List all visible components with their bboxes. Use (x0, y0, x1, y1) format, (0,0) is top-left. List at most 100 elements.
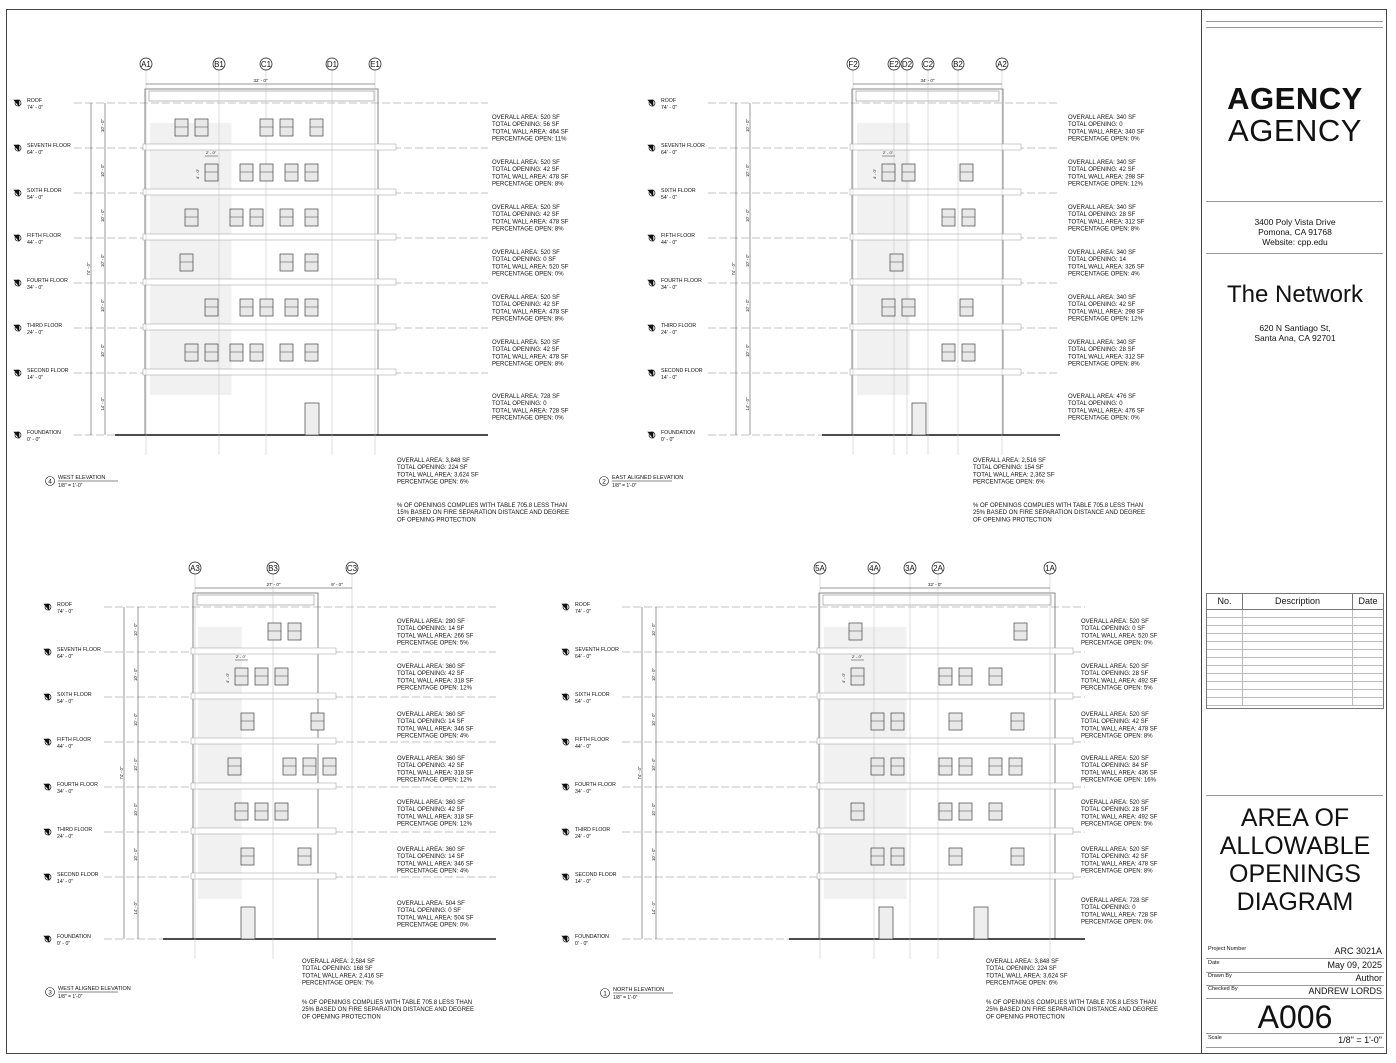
revision-no-header: No. (1207, 594, 1243, 609)
grid-label: A3 (190, 564, 200, 573)
project-number-value: ARC 3021A (1334, 946, 1382, 956)
floor-height-label: 10' - 0" (100, 163, 105, 177)
floor-area-text: TOTAL OPENING: 28 SF (1081, 671, 1149, 677)
floor-name: FIFTH FLOOR (57, 737, 91, 743)
view-tag-bubble (599, 476, 609, 486)
sheet-title-line: DIAGRAM (1236, 888, 1354, 916)
grid-label: E2 (889, 60, 899, 69)
floor-area-text: PERCENTAGE OPEN: 8% (1081, 734, 1153, 740)
floor-area-text: PERCENTAGE OPEN: 8% (492, 227, 564, 233)
elevation-summary: OVERALL AREA: 2,516 SF (973, 458, 1046, 464)
revision-rows (1207, 610, 1383, 706)
window (988, 757, 1003, 776)
floor-name: FOURTH FLOOR (575, 782, 616, 788)
window (988, 667, 1003, 686)
window (279, 208, 294, 227)
floor-area-text: TOTAL WALL AREA: 478 SF (492, 309, 569, 315)
floor-height-label: 10' - 0" (100, 343, 105, 357)
floor-name: FOUNDATION (27, 430, 61, 436)
elevation-summary: OVERALL AREA: 3,848 SF (986, 959, 1059, 965)
level-marker-icon (648, 324, 656, 332)
sheet-number: A006 (1257, 999, 1333, 1035)
grid-label: 4A (869, 564, 879, 573)
view-tag-bubble (45, 987, 55, 997)
window (1013, 622, 1028, 641)
grid-bubble (867, 561, 881, 575)
floor-area-text: TOTAL OPENING: 42 SF (1081, 854, 1149, 860)
floor-area-text: PERCENTAGE OPEN: 4% (397, 734, 469, 740)
grid-label: 1A (1045, 564, 1055, 573)
window (890, 757, 905, 776)
elevation-summary: TOTAL OPENING: 154 SF (973, 465, 1044, 471)
level-marker-icon (14, 279, 22, 287)
revision-row (1207, 658, 1383, 666)
floor-area-text: TOTAL OPENING: 0 SF (1081, 626, 1145, 632)
floor-area-text: OVERALL AREA: 504 SF (397, 901, 465, 907)
floor-area-text: OVERALL AREA: 520 SF (1081, 847, 1149, 853)
compliance-note: OF OPENING PROTECTION (302, 1014, 381, 1020)
floor-area-text: PERCENTAGE OPEN: 0% (492, 416, 564, 422)
floor-name: FOURTH FLOOR (27, 278, 68, 284)
elevation-summary: TOTAL WALL AREA: 3,624 SF (397, 472, 479, 478)
revision-row (1207, 690, 1383, 698)
floor-area-text: OVERALL AREA: 520 SF (492, 340, 560, 346)
floor-name: FOUNDATION (661, 430, 695, 436)
window (274, 667, 289, 686)
floor-elevation: 0' - 0" (575, 941, 588, 947)
grid-bubble (995, 57, 1009, 71)
floor-height-label: 10' - 0" (651, 712, 656, 726)
agency-address-line: 3400 Poly Vista Drive (1254, 217, 1336, 227)
level-marker-icon (44, 603, 52, 611)
floor-name: SIXTH FLOOR (661, 188, 696, 194)
floor-area-text: OVERALL AREA: 520 SF (492, 250, 560, 256)
floor-area-text: TOTAL WALL AREA: 312 SF (1068, 219, 1145, 225)
floor-name: SECOND FLOOR (661, 368, 703, 374)
floor-elevation: 44' - 0" (57, 744, 73, 750)
floor-area-text: PERCENTAGE OPEN: 0% (1081, 641, 1153, 647)
window (287, 622, 302, 641)
window (938, 667, 953, 686)
floor-slab (816, 647, 1074, 655)
floor-area-text: TOTAL OPENING: 42 SF (397, 671, 465, 677)
floor-area-text: TOTAL OPENING: 42 SF (397, 807, 465, 813)
window (901, 298, 916, 317)
floor-area-text: PERCENTAGE OPEN: 12% (1068, 317, 1144, 323)
floor-name: FIFTH FLOOR (661, 233, 695, 239)
window (304, 298, 319, 317)
floor-height-label: 10' - 0" (133, 712, 138, 726)
floor-area-text: TOTAL WALL AREA: 728 SF (1081, 912, 1158, 918)
floor-area-text: TOTAL OPENING: 42 SF (492, 167, 560, 173)
window (184, 208, 199, 227)
floor-elevation: 44' - 0" (27, 240, 43, 246)
window (1010, 847, 1025, 866)
level-marker-icon (648, 99, 656, 107)
level-marker-icon (562, 935, 570, 943)
grid-label: A1 (141, 60, 151, 69)
scale-label: Scale (1208, 1035, 1222, 1041)
grid-bubble (139, 57, 153, 71)
window (870, 847, 885, 866)
grid-bubble (931, 561, 945, 575)
floor-height-label: 10' - 0" (745, 343, 750, 357)
window (848, 622, 863, 641)
floor-area-text: PERCENTAGE OPEN: 0% (1068, 137, 1140, 143)
window (240, 847, 255, 866)
window (309, 118, 324, 137)
revision-table: No. Description Date (1206, 593, 1384, 709)
compliance-note: OF OPENING PROTECTION (986, 1014, 1065, 1020)
floor-area-text: PERCENTAGE OPEN: 5% (1081, 686, 1153, 692)
view-scale: 1/8" = 1'-0" (58, 994, 83, 1000)
floor-area-text: PERCENTAGE OPEN: 11% (492, 137, 567, 143)
floor-area-text: PERCENTAGE OPEN: 0% (1068, 416, 1140, 422)
floor-area-text: TOTAL WALL AREA: 476 SF (1068, 408, 1145, 414)
grid-bubble (212, 57, 226, 71)
window (958, 757, 973, 776)
drawn-by-label: Drawn By (1208, 973, 1232, 979)
window (174, 118, 189, 137)
window-width-label: 2' - 0" (206, 150, 217, 155)
level-marker-icon (648, 189, 656, 197)
window (284, 163, 299, 182)
agency-logo-light: AGENCY (1228, 113, 1362, 148)
